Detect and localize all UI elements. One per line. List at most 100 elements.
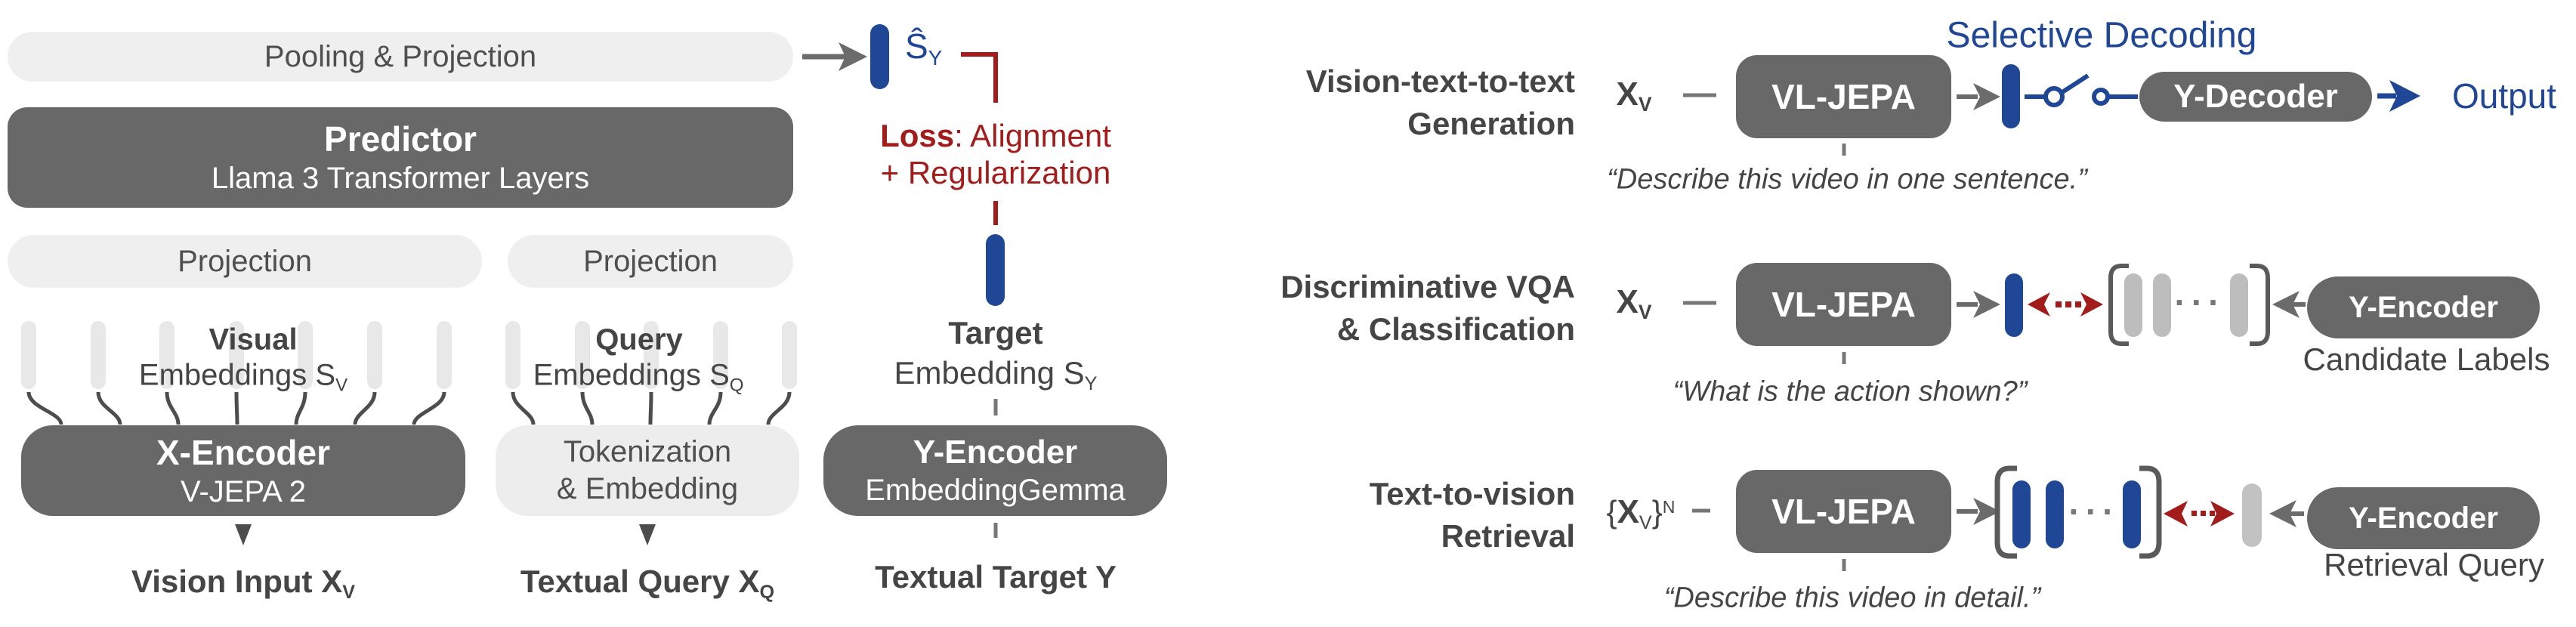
similarity-arrow-icon-row3 (2164, 501, 2235, 527)
subscript-q: Q (729, 375, 744, 396)
row1-label-line1: Vision-text-to-text (1305, 63, 1575, 99)
visual-token-pill (159, 321, 175, 389)
row2-embedding-pill (2005, 273, 2023, 337)
query-token-pill (713, 321, 728, 389)
visual-token-pill (367, 321, 382, 389)
y-encoder-subtitle: EmbeddingGemma (865, 474, 1126, 508)
visual-token-pill (229, 321, 244, 389)
vl-jepa-box-row2: VL-JEPA (1736, 263, 1951, 346)
row2-prompt-quote: “What is the action shown?” (1673, 375, 2028, 408)
subscript-y: Y (928, 45, 943, 69)
output-label: Output (2451, 76, 2557, 116)
predicted-embedding-symbol: ŜY (905, 26, 943, 69)
retrieval-embedding-pill (2012, 480, 2031, 548)
query-token-pill (644, 321, 659, 389)
subscript-q: Q (759, 582, 775, 604)
flow-arrow-icon (802, 42, 867, 71)
predictor-title: Predictor (324, 119, 477, 159)
visual-token-pill (21, 321, 36, 389)
switch-icon (2025, 73, 2138, 107)
tokenization-box: Tokenization & Embedding (496, 425, 799, 516)
subscript-v: V (1639, 512, 1652, 534)
ellipsis-row3: ··· (2068, 492, 2120, 531)
pooling-projection-label: Pooling & Projection (264, 39, 537, 73)
superscript-n: N (1662, 497, 1676, 517)
retrieval-brackets (1994, 465, 2162, 559)
encoder-arrow-row2 (2272, 291, 2306, 318)
row2-label-line1: Discriminative VQA (1280, 269, 1575, 304)
tokenization-line2: & Embedding (556, 472, 739, 505)
x-encoder-box: X-Encoder V-JEPA 2 (21, 425, 465, 516)
vl-jepa-box-row3: VL-JEPA (1736, 470, 1951, 553)
retrieval-embedding-pill (2123, 480, 2141, 548)
query-token-pill (782, 321, 797, 389)
vision-input-label: Vision Input XV (131, 564, 356, 604)
loss-connector (961, 52, 998, 225)
visual-embeddings-label: Embeddings SV (138, 358, 348, 396)
visual-token-pill (437, 321, 452, 389)
textual-target-label: Textual Target Y (875, 559, 1117, 595)
subscript-v: V (1638, 93, 1652, 116)
visual-token-pill (91, 321, 106, 389)
encoder-arrow-row3 (2269, 500, 2304, 527)
row2-input-symbol: XV (1616, 283, 1652, 324)
query-embeddings-label: Embeddings SQ (533, 358, 744, 396)
selective-decoding-label: Selective Decoding (1946, 15, 2257, 56)
candidate-pill (2153, 273, 2171, 337)
candidate-pill (2230, 273, 2248, 337)
row2-label-line2: & Classification (1336, 311, 1575, 347)
predictor-box: Predictor Llama 3 Transformer Layers (8, 107, 793, 208)
query-token-curves (511, 391, 792, 425)
similarity-arrow-icon-row2 (2028, 292, 2103, 317)
x-encoder-subtitle: V-JEPA 2 (180, 474, 306, 508)
query-embeddings-title: Query (595, 323, 683, 357)
input-dashes (1683, 93, 1716, 513)
target-embedding-pill (986, 234, 1005, 306)
candidate-pill (2124, 273, 2142, 337)
y-encoder-title: Y-Encoder (913, 433, 1078, 471)
row-flow-arrows (1957, 83, 2000, 525)
row1-prompt-quote: “Describe this video in one sentence.” (1607, 163, 2087, 196)
tokenization-line1: Tokenization (563, 435, 732, 469)
subscript-v: V (1638, 301, 1652, 324)
input-arrowhead-icons (235, 524, 656, 545)
candidate-brackets (2108, 264, 2270, 346)
row3-input-symbol: {XV}N (1606, 493, 1676, 534)
row1-label-line2: Generation (1407, 106, 1575, 141)
row1-embedding-pill (2002, 64, 2020, 128)
predicted-embedding-pill (870, 24, 889, 89)
query-embedding-pill (2242, 483, 2262, 547)
y-encoder-box: Y-Encoder EmbeddingGemma (823, 425, 1167, 516)
row1-input-symbol: XV (1616, 76, 1652, 116)
visual-embeddings-title: Visual (208, 323, 298, 357)
projection-right-label: Projection (583, 244, 718, 278)
loss-line1: Loss: Alignment (880, 118, 1111, 153)
y-encoder-box-row2: Y-Encoder (2307, 276, 2540, 338)
y-decoder-box: Y-Decoder (2139, 72, 2372, 122)
target-title: Target (948, 315, 1043, 351)
subscript-y: Y (1084, 373, 1098, 395)
row3-label-line1: Text-to-vision (1369, 476, 1575, 511)
x-encoder-title: X-Encoder (156, 432, 331, 472)
textual-query-label: Textual Query XQ (520, 564, 775, 604)
predictor-subtitle: Llama 3 Transformer Layers (211, 162, 590, 196)
visual-token-curves (26, 391, 446, 425)
query-token-pill (505, 321, 520, 389)
output-arrow-icon (2377, 80, 2420, 112)
projection-bar-visual: Projection (8, 235, 482, 288)
row3-prompt-quote: “Describe this video in detail.” (1663, 582, 2041, 614)
target-embedding-label: Embedding SY (894, 355, 1098, 395)
vl-jepa-box-row1: VL-JEPA (1736, 55, 1951, 138)
subscript-v: V (342, 582, 356, 604)
ellipsis-row2: ··· (2174, 283, 2225, 322)
projection-bar-query: Projection (508, 235, 793, 288)
subscript-v: V (335, 375, 348, 396)
query-token-pill (575, 321, 590, 389)
projection-left-label: Projection (178, 244, 312, 278)
pooling-projection-bar: Pooling & Projection (8, 32, 793, 82)
loss-line2: + Regularization (880, 155, 1111, 190)
y-encoder-box-row3: Y-Encoder (2307, 487, 2540, 549)
retrieval-embedding-pill (2046, 480, 2064, 548)
